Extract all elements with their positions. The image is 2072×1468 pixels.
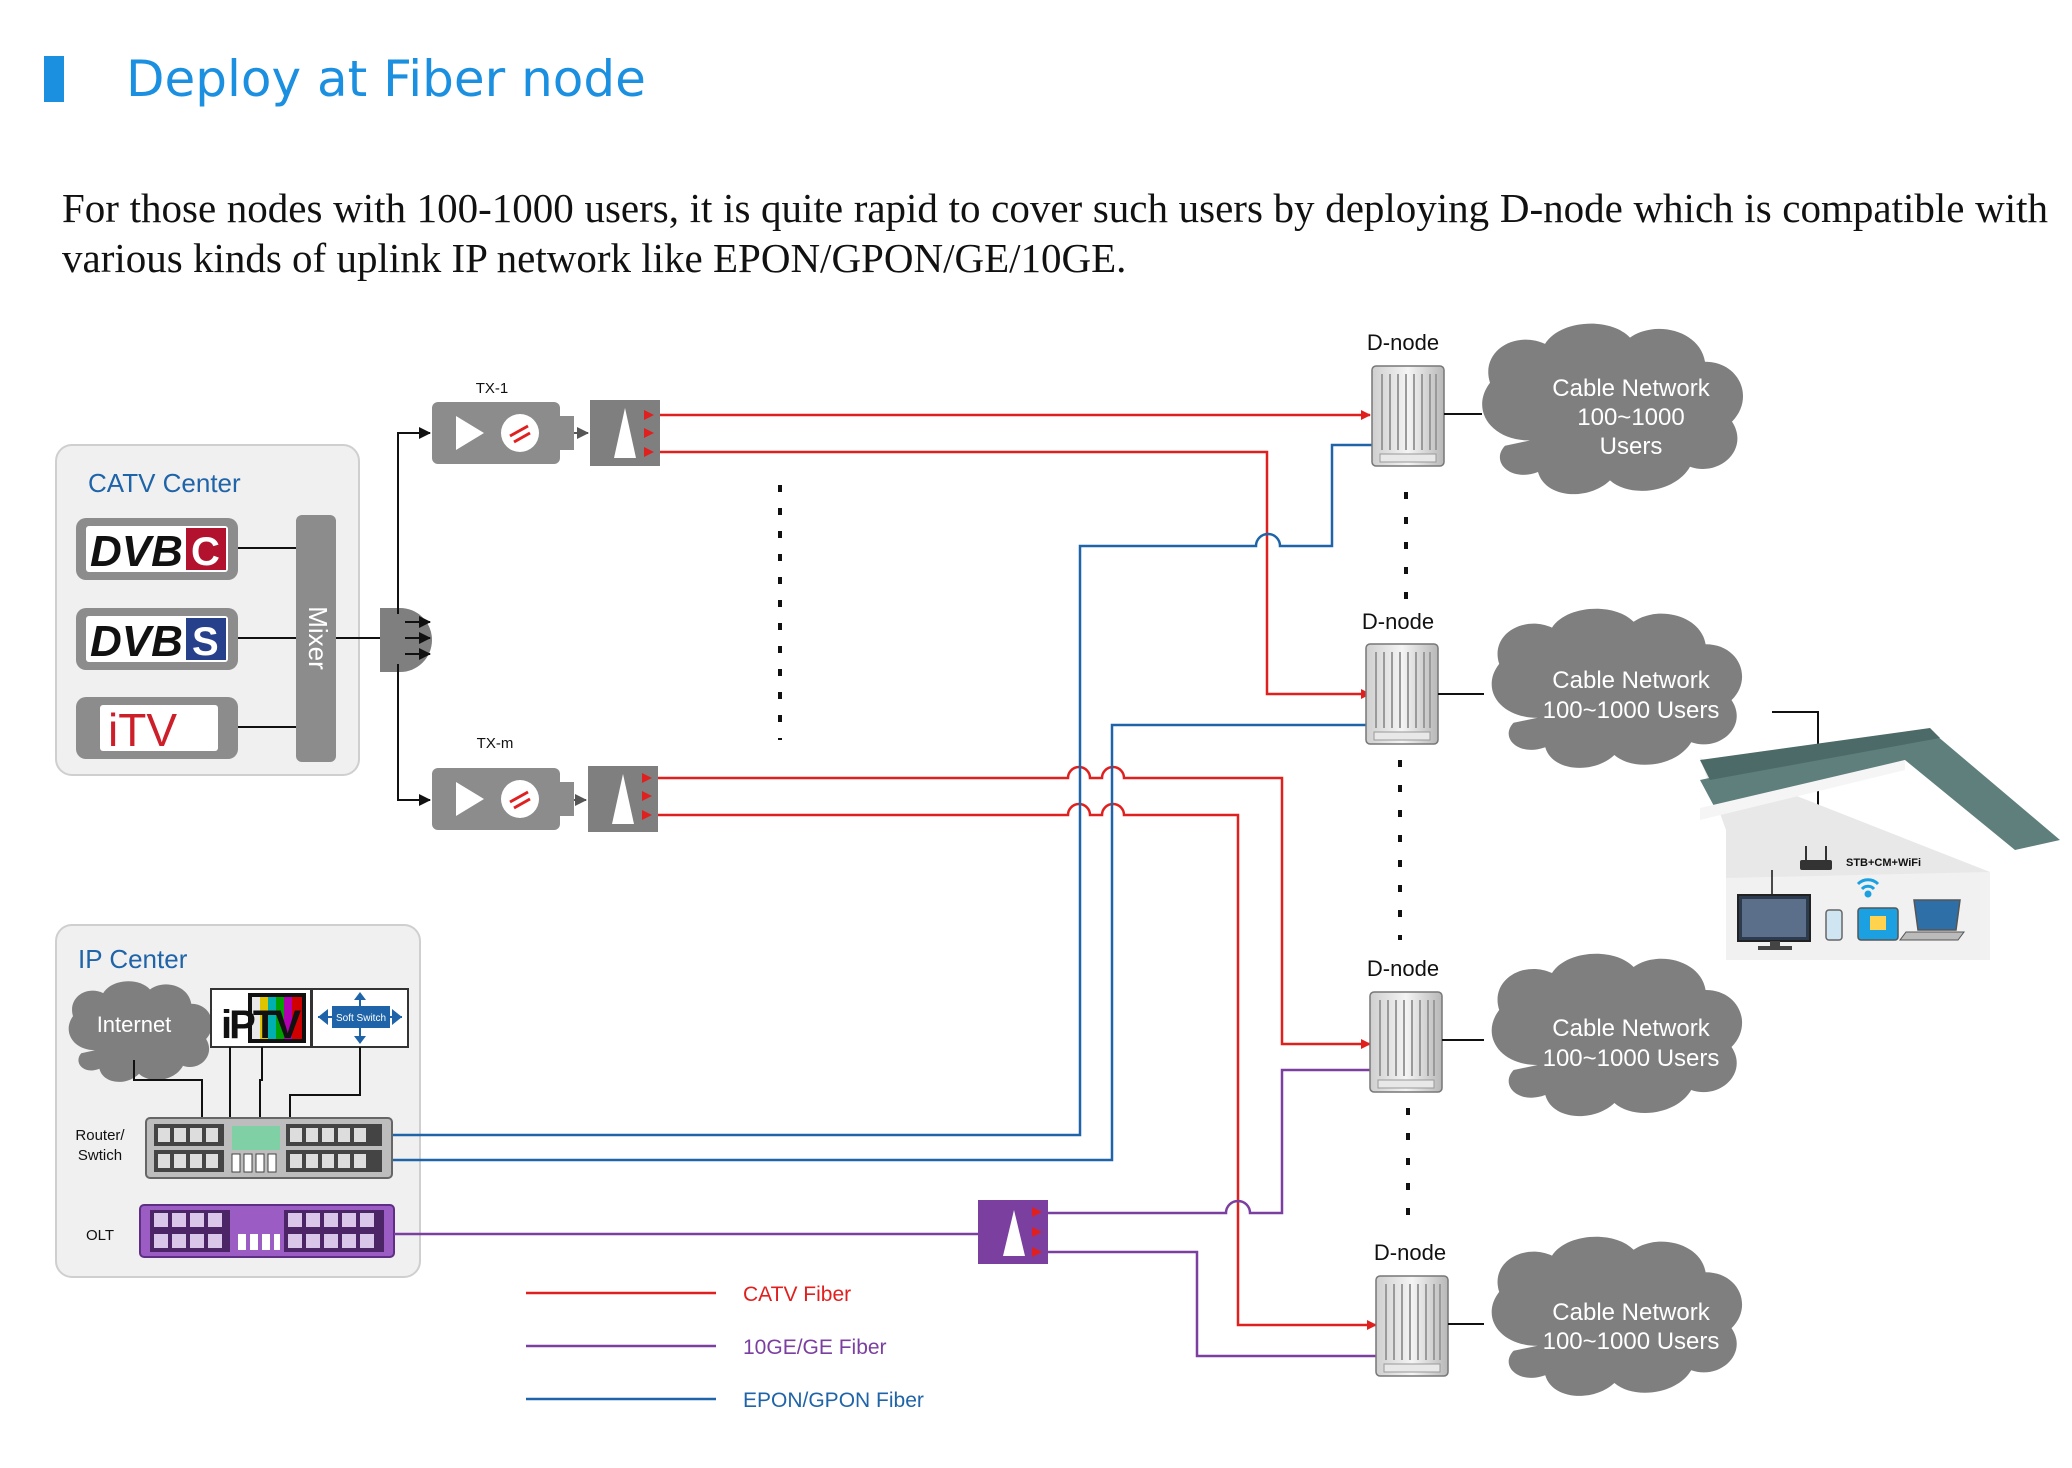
catv-center-title: CATV Center: [88, 468, 241, 498]
tablet-icon: [1857, 907, 1899, 941]
mixer-label: Mixer: [303, 606, 333, 670]
transmitter-txm: TX-m: [430, 735, 658, 832]
epon-gpon-fiber-lines: [393, 443, 1372, 1162]
cloud-4-line1: Cable Network: [1552, 1299, 1710, 1326]
dnode-2: D-node Cable Network 100~1000 Users: [1362, 608, 1743, 768]
iptv-server: iPTV: [210, 988, 312, 1048]
soft-switch-label: Soft Switch: [336, 1013, 386, 1024]
title-accent-bar: [44, 56, 64, 102]
laptop-icon: [1899, 899, 1965, 941]
olt-label: OLT: [86, 1227, 114, 1244]
dvb-s-badge: S: [192, 620, 219, 664]
router-switch: [145, 1117, 393, 1179]
itv-text: iTV: [108, 704, 177, 756]
transmitter-tx1: TX-1: [430, 380, 660, 466]
dvb-s-source: DVB S: [76, 608, 238, 670]
router-label-line2: Swtich: [78, 1147, 122, 1164]
cloud-3-line2: 100~1000 Users: [1543, 1045, 1720, 1072]
soft-switch: Soft Switch: [311, 988, 409, 1048]
dvb-c-badge: C: [191, 530, 220, 574]
mixer: Mixer: [296, 515, 336, 762]
dnode-1-label: D-node: [1367, 330, 1439, 355]
router-device-icon: [1800, 860, 1832, 870]
tv-icon: [1737, 894, 1811, 950]
cloud-2-line1: Cable Network: [1552, 667, 1710, 694]
itv-source: iTV: [76, 697, 238, 759]
cloud-1-line3: Users: [1600, 433, 1663, 460]
page-title: Deploy at Fiber node: [126, 50, 646, 108]
ip-center-title: IP Center: [78, 944, 188, 974]
dnode-1: D-node Cable Network 100~1000 Users: [1367, 323, 1744, 495]
dnode-4: D-node Cable Network 100~1000 Users: [1374, 1236, 1743, 1396]
dvb-c-source: DVB C: [76, 518, 238, 580]
cloud-1-line1: Cable Network: [1552, 375, 1710, 402]
olt-device: [139, 1204, 395, 1258]
legend-pon-label: EPON/GPON Fiber: [743, 1389, 924, 1412]
dnode-3-label: D-node: [1367, 956, 1439, 981]
router-label-line1: Router/: [75, 1127, 125, 1144]
catv-center: CATV Center DVB C DVB S iTV: [55, 444, 360, 776]
cloud-2-line2: 100~1000 Users: [1543, 697, 1720, 724]
internet-label: Internet: [97, 1012, 172, 1037]
optical-splitter-pon: [978, 1200, 1048, 1264]
cloud-1-line2: 100~1000: [1577, 404, 1684, 431]
legend-ge-label: 10GE/GE Fiber: [743, 1336, 887, 1359]
ge-fiber-lines: [394, 1068, 1376, 1358]
iptv-label: iPTV: [221, 1003, 301, 1047]
cloud-4-line2: 100~1000 Users: [1543, 1328, 1720, 1355]
ellipsis-dots-dnodes: [1398, 492, 1410, 1230]
dnode-4-label: D-node: [1374, 1240, 1446, 1265]
ip-center: IP Center Internet iPTV Soft Switch: [55, 924, 421, 1278]
tx1-label: TX-1: [476, 380, 509, 397]
home-premises: STB+CM+WiFi: [1700, 711, 2060, 960]
legend-catv-label: CATV Fiber: [743, 1283, 851, 1306]
splitter-output-arrows: [642, 410, 654, 820]
cloud-3-line1: Cable Network: [1552, 1015, 1710, 1042]
catv-fiber-lines: [658, 410, 1377, 1330]
legend: CATV Fiber 10GE/GE Fiber EPON/GPON Fiber: [526, 1283, 924, 1412]
optical-splitter-catv: [380, 608, 432, 672]
dnode-2-label: D-node: [1362, 609, 1434, 634]
dvb-s-text: DVB: [90, 617, 183, 666]
txm-label: TX-m: [477, 735, 514, 752]
dnode-3: D-node Cable Network 100~1000 Users: [1367, 953, 1743, 1117]
intro-paragraph: For those nodes with 100-1000 users, it …: [62, 185, 2048, 281]
home-device-label: STB+CM+WiFi: [1846, 857, 1921, 869]
phone-icon: [1825, 909, 1843, 941]
wifi-icon: [1856, 878, 1880, 898]
dvb-c-text: DVB: [90, 527, 183, 576]
